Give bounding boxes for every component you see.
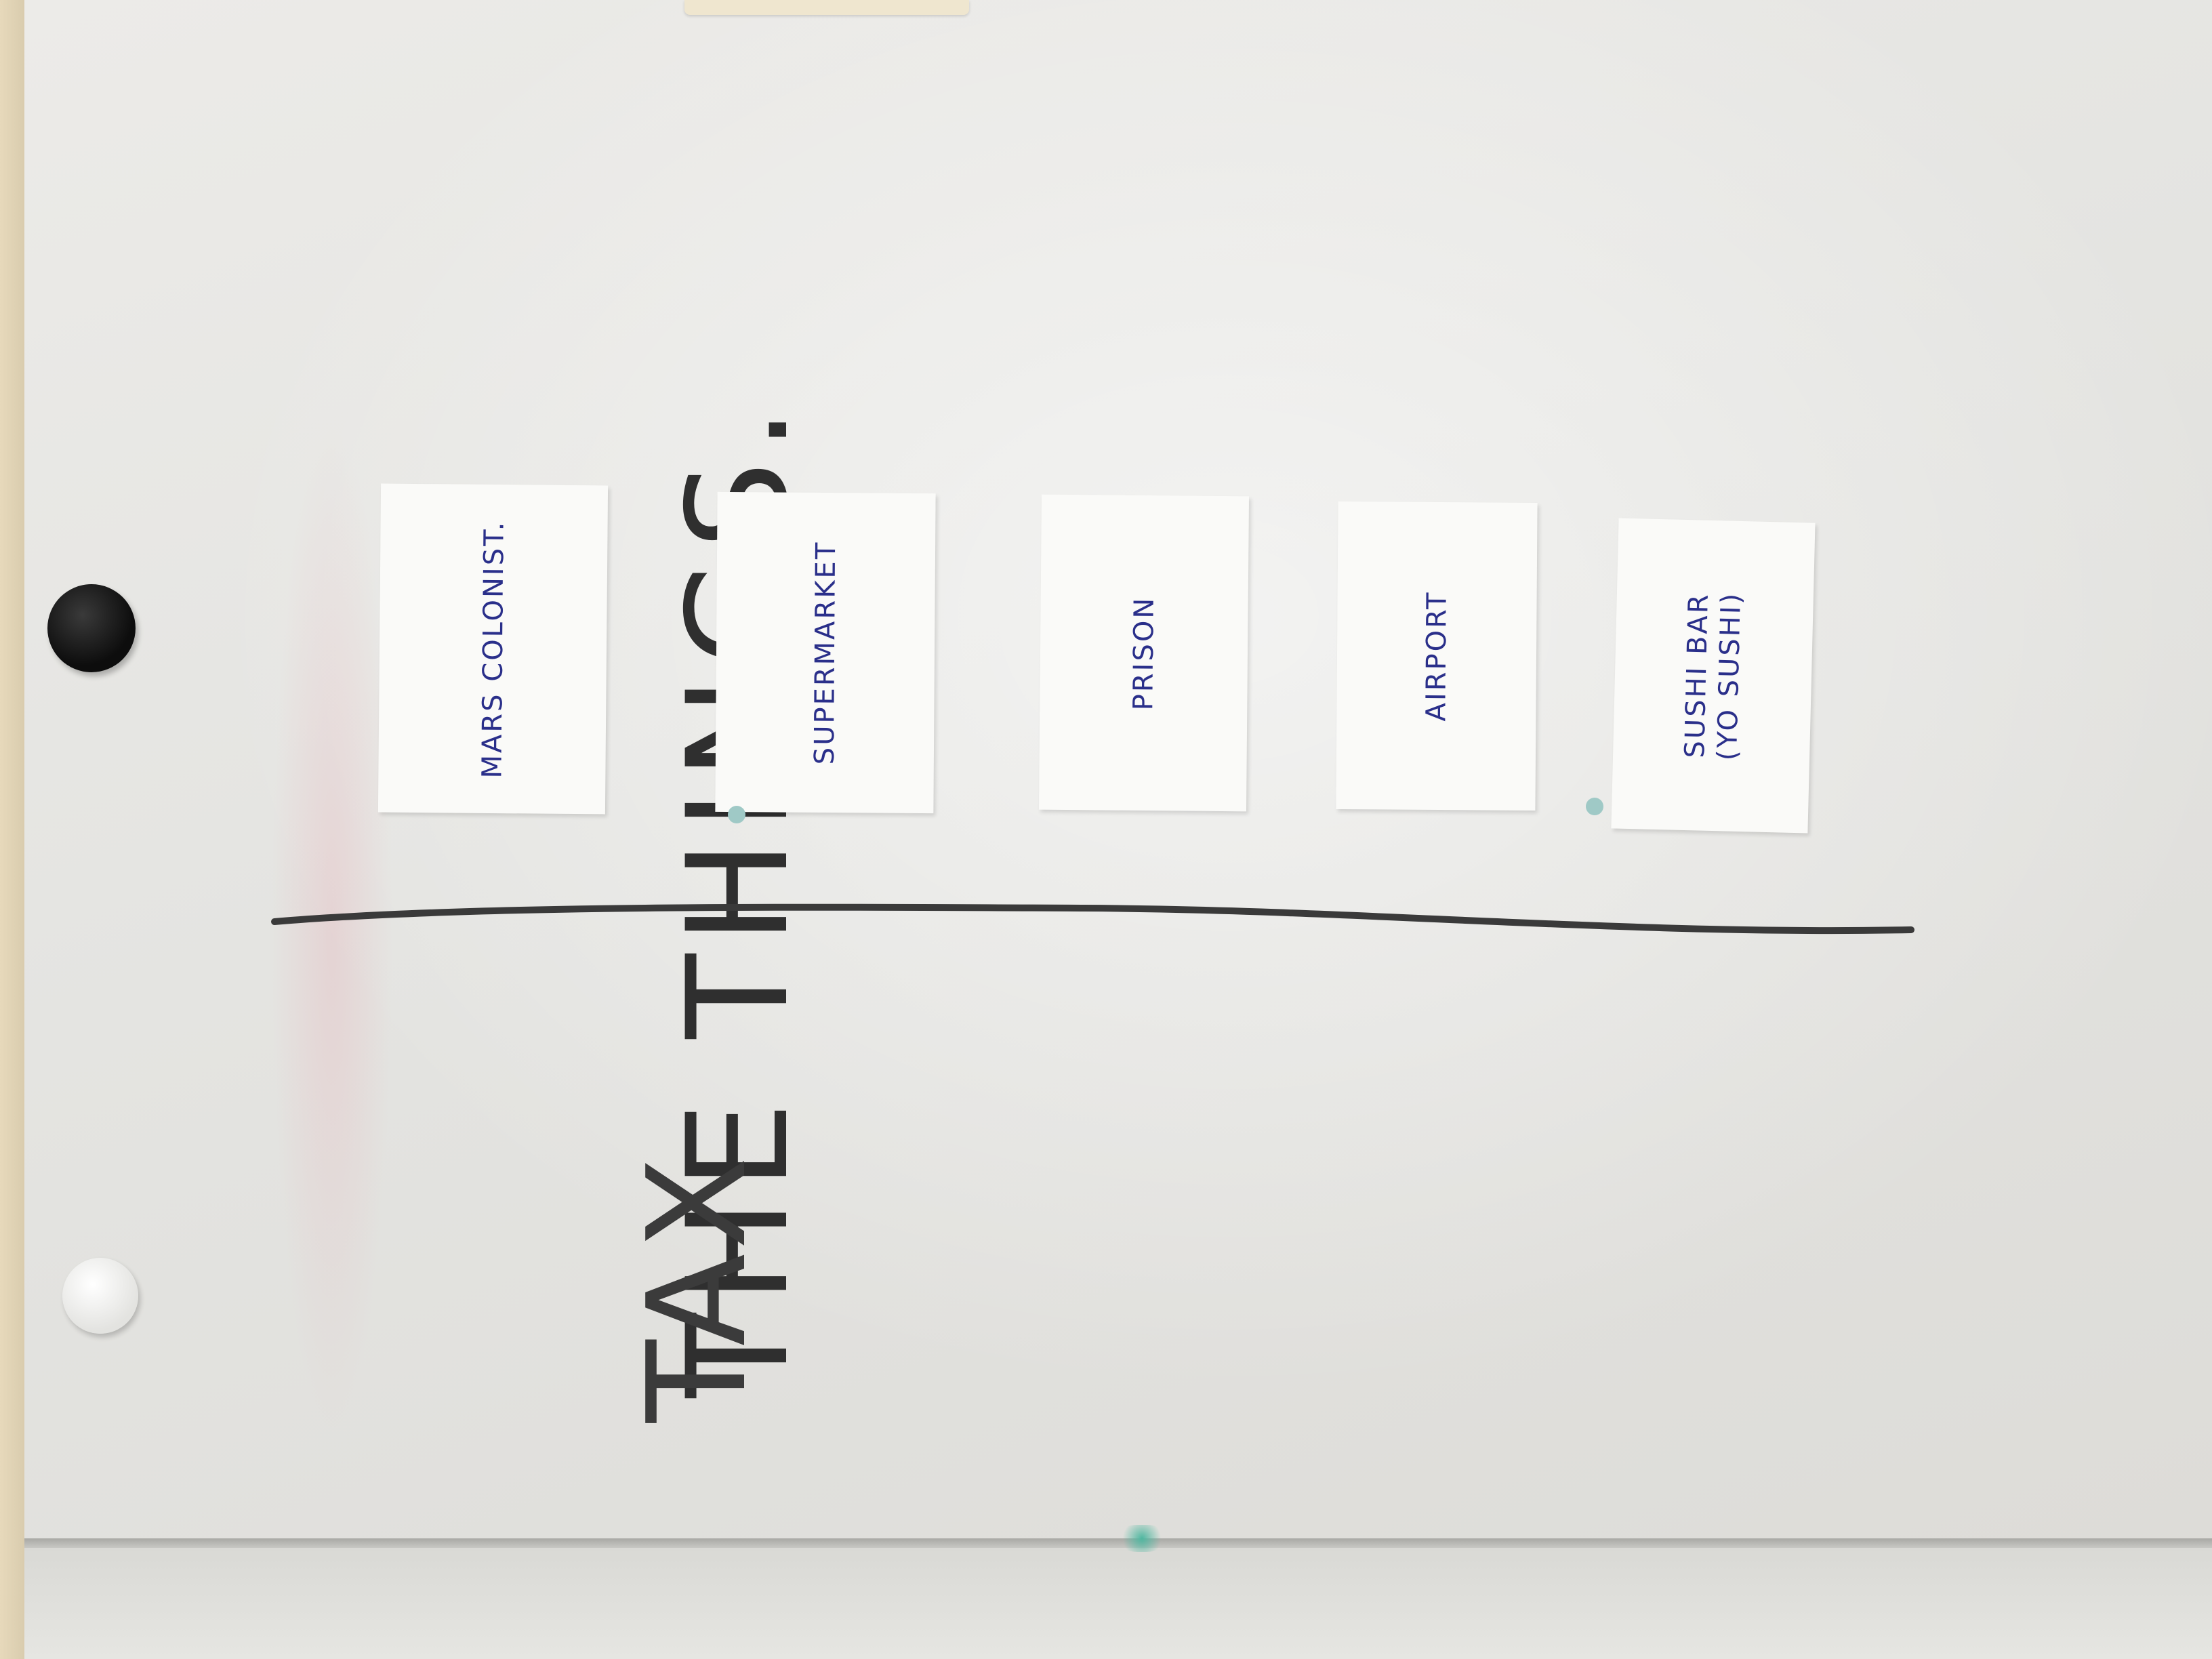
card-label: AIRPORT — [1420, 590, 1453, 722]
card-label: SUPERMARKET — [808, 540, 842, 765]
tack-icon — [728, 806, 745, 823]
card-sushi-bar[interactable]: SUSHI BAR (YO SUSHI) — [1611, 518, 1816, 834]
top-object — [684, 0, 969, 15]
card-supermarket[interactable]: SUPERMARKET — [715, 491, 936, 814]
teal-mark — [1118, 1525, 1166, 1552]
card-prison[interactable]: PRISON — [1038, 494, 1250, 812]
card-label: MARS COLONIST. — [476, 519, 510, 779]
tack-icon — [1586, 798, 1603, 815]
card-mars-colonist[interactable]: MARS COLONIST. — [377, 483, 609, 815]
wall-strip — [0, 0, 24, 1659]
axis-label-tax: TAX — [619, 1152, 777, 1423]
card-label: SUSHI BAR (YO SUSHI) — [1679, 591, 1748, 761]
lower-whiteboard — [24, 1548, 2212, 1659]
magnet-black-icon — [47, 584, 136, 672]
card-airport[interactable]: AIRPORT — [1336, 501, 1538, 811]
pink-smudge — [271, 420, 393, 1437]
card-label: PRISON — [1128, 596, 1160, 710]
magnet-white-icon — [62, 1258, 138, 1334]
